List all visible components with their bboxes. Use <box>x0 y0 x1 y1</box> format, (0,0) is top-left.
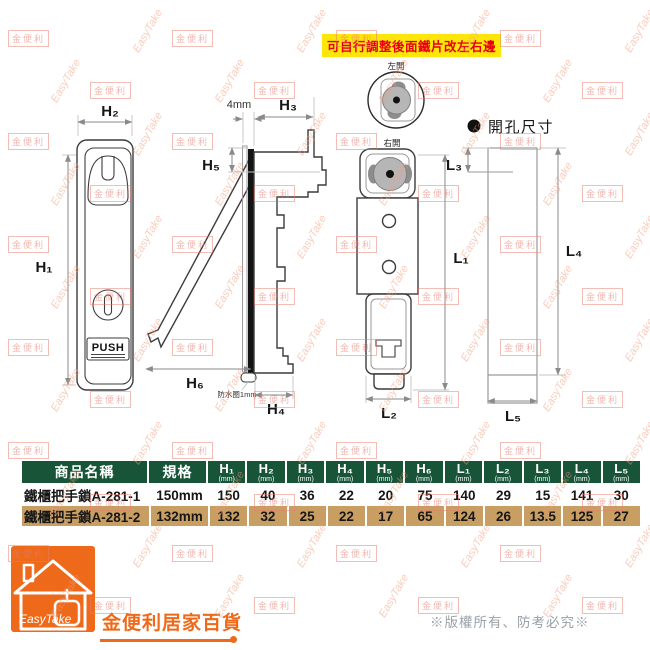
dim-l3: L₃ <box>446 157 462 174</box>
watermark-text: EasyTake <box>622 522 650 570</box>
dim-h3: H₃ <box>279 97 297 114</box>
col-header: L₅(mm) <box>602 461 640 483</box>
dim-h4: H₄ <box>267 401 285 418</box>
brand-name: 金便利居家百貨 <box>102 613 243 634</box>
watermark-text: EasyTake <box>376 572 412 620</box>
col-header: H₅(mm) <box>365 461 404 483</box>
watermark-stamp: 金便利 <box>254 597 296 614</box>
col-header: L₁(mm) <box>444 461 483 483</box>
col-header: L₃(mm) <box>523 461 562 483</box>
rear-view: 右開 L₁ L₂ <box>356 138 469 422</box>
technical-drawing: PUSH H₂ H₁ 防水圈1 <box>35 61 582 425</box>
col-header: H₂(mm) <box>247 461 285 483</box>
watermark-text: EasyTake <box>458 522 494 570</box>
latch <box>375 339 402 358</box>
front-view: PUSH H₂ H₁ <box>35 103 134 391</box>
watermark-stamp: 金便利 <box>172 545 214 562</box>
cutout-title: 開孔尺寸 <box>488 119 554 136</box>
dim-l5: L₅ <box>505 408 521 425</box>
col-header: H₃(mm) <box>286 461 325 483</box>
brand-underline-dot <box>230 636 237 643</box>
mounting-plate <box>248 149 254 373</box>
col-header: L₂(mm) <box>484 461 522 483</box>
push-button: PUSH <box>86 337 130 361</box>
left-open-label: 左開 <box>387 61 404 71</box>
brand-logo: EasyTake <box>11 546 95 632</box>
adjust-notice: 可自行調整後面鐵片改左右邊 <box>322 34 502 57</box>
screw-hole <box>381 213 397 229</box>
dim-l4: L₄ <box>566 243 582 260</box>
watermark-text: EasyTake <box>130 522 166 570</box>
left-open-detail: 左開 <box>367 61 425 129</box>
dim-l1: L₁ <box>453 250 468 267</box>
push-label: PUSH <box>92 342 125 354</box>
col-header: H₄(mm) <box>326 461 364 483</box>
dim-h1: H₁ <box>35 259 52 276</box>
col-header: H₁(mm) <box>208 461 246 483</box>
watermark-stamp: 金便利 <box>336 545 378 562</box>
seal-label: 防水圈1mm <box>217 389 256 399</box>
right-open-label: 右開 <box>383 138 400 148</box>
copyright-text: ※版權所有、防考必究※ <box>430 615 590 630</box>
waterproof-seal <box>240 372 257 383</box>
side-view: 防水圈1mm 4mm H₃ H₅ H₆ H₄ <box>145 97 327 418</box>
bullet-icon <box>467 119 481 133</box>
dim-4mm: 4mm <box>227 99 251 111</box>
cutout-view: 開孔尺寸 L₃ L₄ L₅ <box>446 119 582 425</box>
logo-text: EasyTake <box>19 612 72 626</box>
col-header: L₄(mm) <box>563 461 601 483</box>
brand-underline <box>100 639 233 642</box>
col-header: H₆(mm) <box>405 461 443 483</box>
dim-l2: L₂ <box>381 405 397 422</box>
dim-h5: H₅ <box>202 157 220 174</box>
watermark-stamp: 金便利 <box>500 545 542 562</box>
screw-hole <box>381 259 397 275</box>
watermark-text: EasyTake <box>294 522 330 570</box>
house-body <box>19 591 87 631</box>
swing-handle <box>147 155 253 349</box>
dim-h2: H₂ <box>101 103 119 120</box>
dim-h6: H₆ <box>186 375 204 392</box>
keyhole <box>92 289 124 321</box>
